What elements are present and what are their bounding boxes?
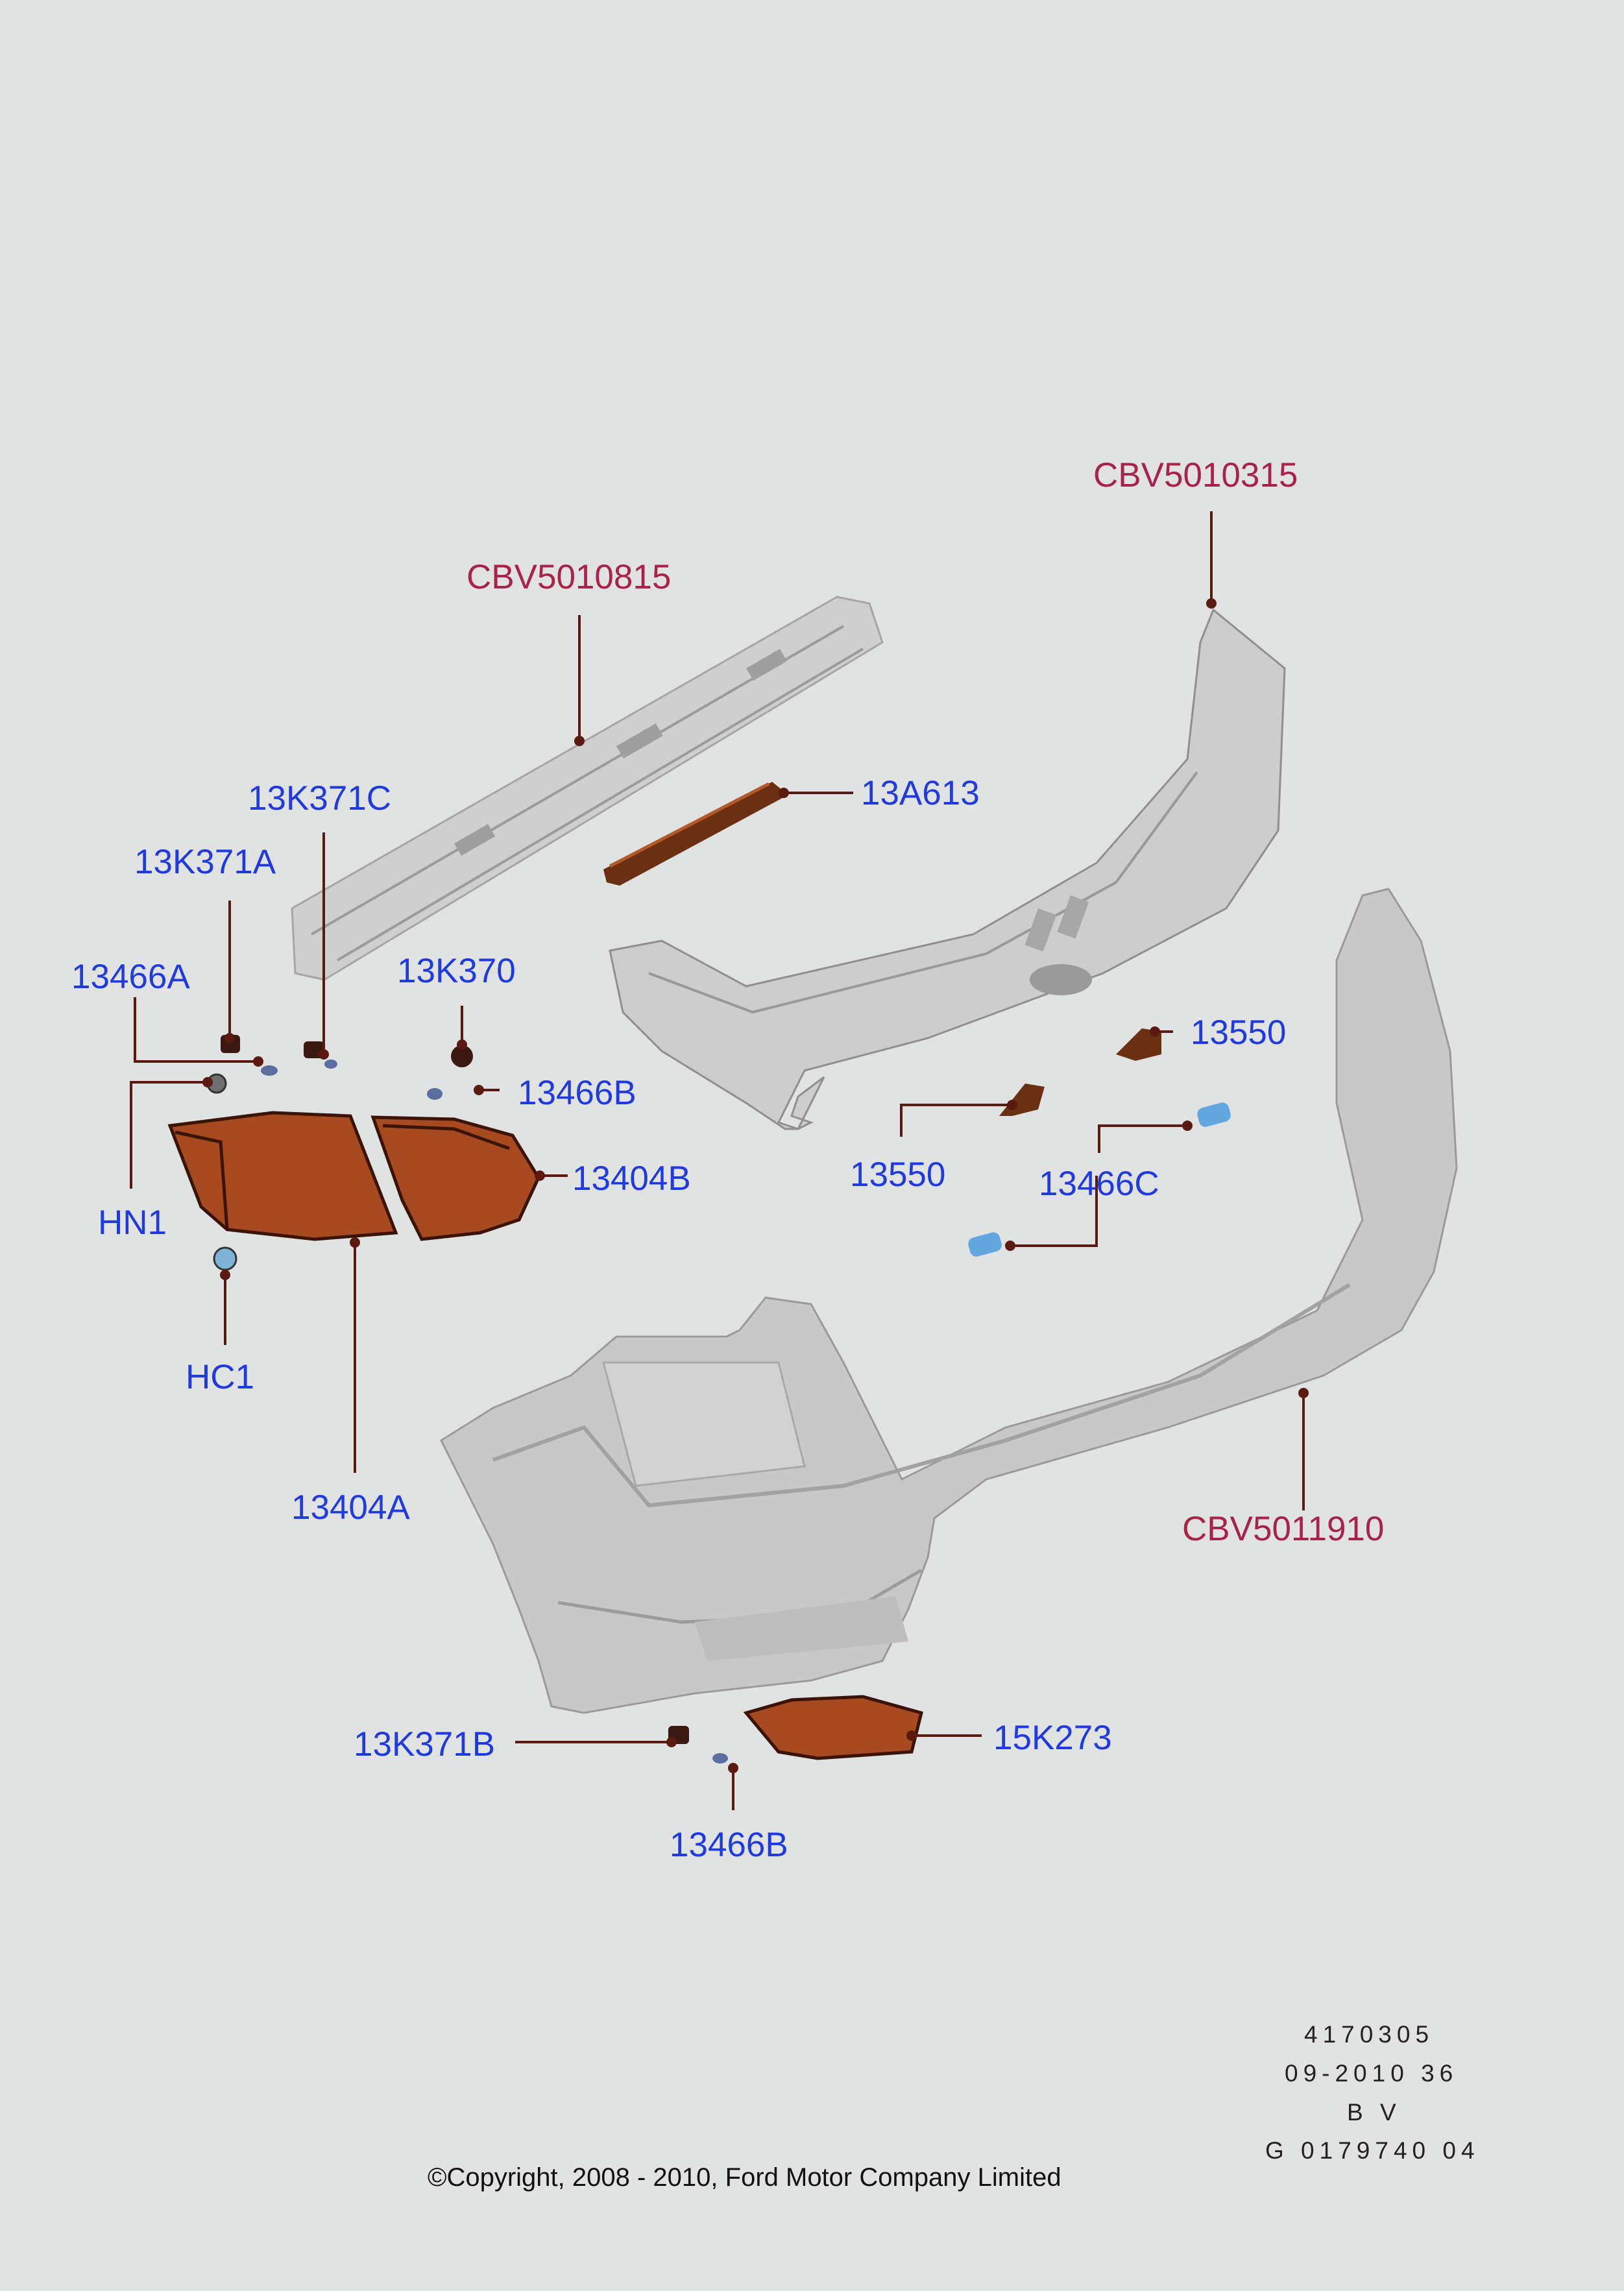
label-13404b: 13404B [572, 1159, 691, 1198]
leader-dots [202, 598, 1309, 1773]
label-13404a: 13404A [291, 1488, 410, 1527]
label-13k371c: 13K371C [248, 779, 392, 818]
label-13466b-top: 13466B [518, 1074, 636, 1112]
drawing-reference-code: G 0179740 04 [1265, 2137, 1480, 2164]
label-13k371b: 13K371B [354, 1725, 496, 1764]
label-13a613: 13A613 [861, 774, 980, 812]
label-hn1: HN1 [98, 1204, 167, 1242]
small-fittings [206, 1028, 1231, 1764]
label-13466a: 13466A [71, 958, 190, 996]
label-cbv5010315: CBV5010315 [1093, 456, 1298, 494]
drawing-number: 4170305 [1304, 2021, 1435, 2048]
label-15k273: 15K273 [993, 1719, 1112, 1757]
left-tail-lamp-part [167, 1111, 398, 1241]
leader-lines [130, 511, 1305, 1810]
right-tail-lamp-part [370, 1115, 540, 1241]
copyright-notice: ©Copyright, 2008 - 2010, Ford Motor Comp… [428, 2163, 1061, 2192]
label-13550-right: 13550 [1191, 1013, 1287, 1052]
tailgate-panel-part [609, 608, 1286, 1130]
label-13550-left: 13550 [850, 1156, 946, 1194]
reflector-part [743, 1695, 924, 1760]
drawing-origin-code: B V [1347, 2099, 1401, 2126]
label-hc1: HC1 [186, 1358, 255, 1396]
drawing-date-code: 09-2010 36 [1285, 2060, 1459, 2087]
upper-spoiler-part [291, 596, 884, 981]
label-13k371a: 13K371A [134, 843, 276, 881]
label-13466c: 13466C [1039, 1165, 1159, 1203]
rear-bumper-part [440, 888, 1458, 1714]
label-cbv5010815: CBV5010815 [467, 558, 672, 596]
label-cbv5011910: CBV5011910 [1182, 1510, 1385, 1548]
label-13k370: 13K370 [397, 952, 516, 990]
label-13466b-bottom: 13466B [670, 1826, 788, 1864]
center-lamp-part [603, 782, 788, 886]
